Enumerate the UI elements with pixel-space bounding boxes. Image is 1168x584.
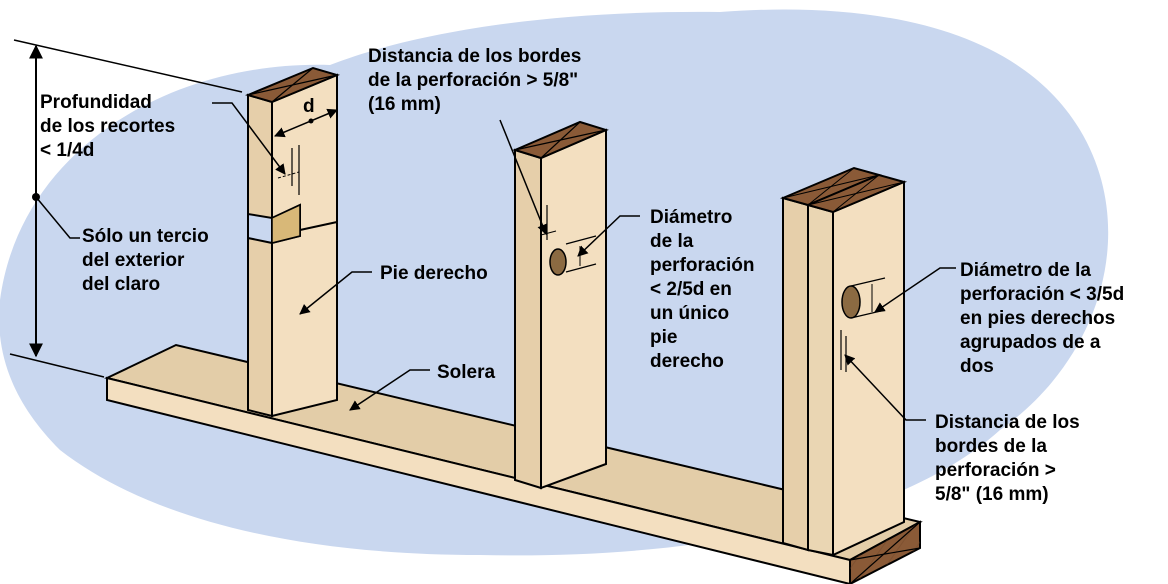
one-third-dimension [9, 39, 243, 378]
stud3b-front [807, 203, 834, 557]
hole-diameter-leader-double [850, 267, 956, 319]
d-dimension [274, 108, 338, 138]
stud-double [779, 166, 908, 557]
stud1-notch-depth [271, 203, 301, 244]
stud3-hole [841, 285, 861, 319]
hole-edge-bottom-label: Distancia de los bordes de la perforació… [935, 412, 1085, 505]
stud2-side [540, 128, 607, 490]
hole-diameter-leader-single [565, 215, 640, 273]
hole-single-label: Diámetro de la perforación < 2/5d en un … [650, 207, 760, 372]
plate-front-face [106, 376, 851, 584]
stud-leader [299, 271, 372, 315]
plate-label: Solera [437, 362, 496, 383]
notch-depth-leader [212, 102, 300, 195]
stud3a-front [782, 196, 809, 552]
stud-notched [244, 66, 341, 418]
stud1-front [247, 93, 273, 418]
hole-edge-leader-bottom [840, 330, 926, 421]
stud-label: Pie derecho [380, 263, 488, 284]
stud3-side [832, 180, 905, 557]
stud2-front [514, 148, 542, 490]
hole-edge-top-label: Distancia de los bordes de la perforació… [368, 46, 587, 115]
d-label: d [303, 96, 315, 117]
stud1-side [271, 73, 338, 418]
stud-single [512, 120, 609, 490]
notch-depth-label: Profundidad de los recortes < 1/4d [40, 92, 180, 161]
plate-leader [349, 369, 430, 411]
hole-double-label: Diámetro de la perforación < 3/5d en pie… [960, 260, 1129, 377]
one-third-label: Sólo un tercio del exterior del claro [82, 226, 214, 295]
hole-edge-leader-top [499, 119, 557, 240]
stud2-hole [549, 248, 567, 276]
